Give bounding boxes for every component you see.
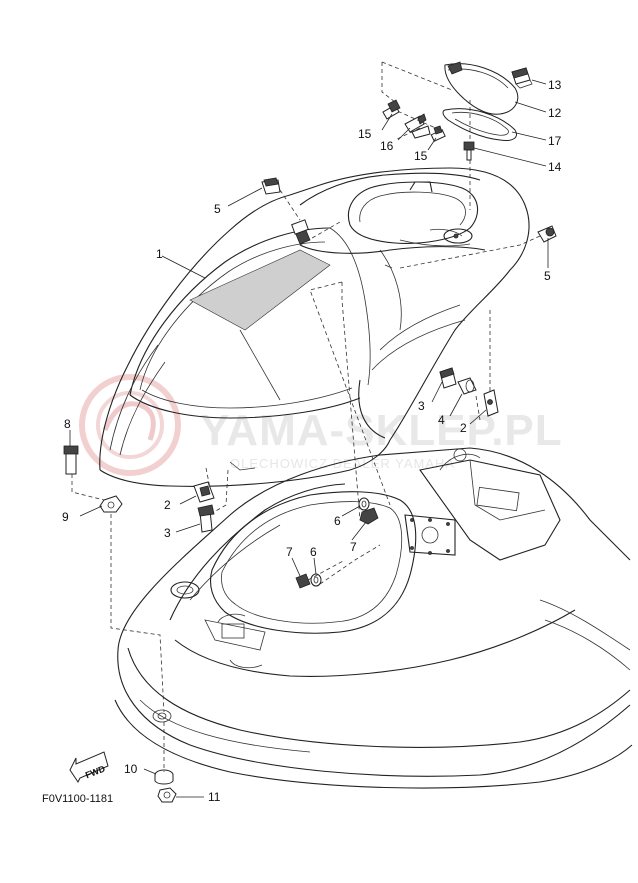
part-5-screw-left [261, 177, 281, 195]
part-15-screw-a [382, 99, 401, 120]
part-7-nut-upper [359, 507, 379, 525]
callout-15-upper-left: 15 [358, 127, 372, 141]
leader-lines [69, 79, 549, 798]
callout-2-right: 2 [460, 421, 467, 435]
forward-direction-arrow: FWD [69, 751, 109, 783]
callout-13: 13 [548, 78, 562, 92]
callout-6-lower: 6 [310, 545, 317, 559]
part-7-nut-lower [295, 573, 311, 589]
callout-4: 4 [438, 413, 445, 427]
watermark: YAMA-SKLEP.PL OLECHOWICZ DEALER YAMAHA [79, 374, 563, 476]
callout-3-left: 3 [164, 526, 171, 540]
part-15-screw-b [430, 125, 446, 142]
callout-11: 11 [208, 790, 221, 804]
callout-3-right: 3 [418, 399, 425, 413]
part-16-clip [404, 113, 431, 139]
callout-12: 12 [548, 106, 562, 120]
watermark-subtitle: OLECHOWICZ DEALER YAMAHA [230, 456, 455, 471]
part-14-bolt [463, 141, 475, 161]
part-10-grommet [154, 769, 174, 785]
part-3-bolt-left [197, 504, 215, 533]
callout-1: 1 [156, 247, 163, 261]
watermark-brand: YAMA-SKLEP.PL [200, 406, 563, 455]
watermark-logo [79, 374, 181, 476]
part-17-seal [442, 108, 517, 141]
callout-17: 17 [548, 134, 562, 148]
front-hood [99, 167, 530, 487]
assembly-lines [71, 61, 541, 772]
callout-8: 8 [64, 417, 71, 431]
hull [114, 447, 633, 789]
callout-10: 10 [124, 762, 138, 776]
part-4-spacer [457, 377, 477, 395]
callout-5-right: 5 [544, 269, 551, 283]
part-2-bracket-left [193, 481, 215, 503]
callout-15-upper-right: 15 [414, 149, 428, 163]
callout-6-upper: 6 [334, 514, 341, 528]
callout-2-left: 2 [164, 498, 171, 512]
part-3-bolt-right [439, 367, 457, 389]
part-8-bolt [63, 445, 79, 475]
callout-16: 16 [380, 139, 394, 153]
part-12-cover [444, 61, 519, 115]
part-5-screw-right [537, 225, 557, 243]
callout-9: 9 [62, 510, 69, 524]
part-6-washer-upper [358, 497, 370, 511]
part-13-cap [511, 67, 533, 89]
callout-7-upper: 7 [350, 540, 357, 554]
callout-14: 14 [548, 160, 562, 174]
callout-5-left: 5 [214, 202, 221, 216]
part-2-bracket-right [483, 389, 499, 417]
callout-7-lower: 7 [286, 545, 293, 559]
drawing-code: F0V1100-1181 [42, 793, 113, 805]
part-11-nut [157, 787, 177, 803]
part-9-nut [99, 495, 123, 513]
callout-labels: 13 12 17 14 15 16 15 5 5 1 3 4 2 8 2 9 3… [62, 78, 562, 804]
